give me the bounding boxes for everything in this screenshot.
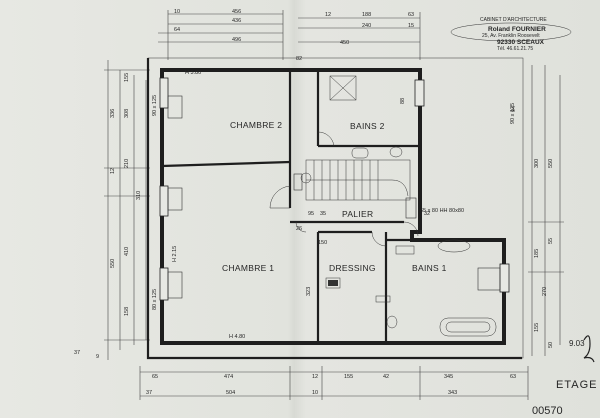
dim-top-12: 12 [325, 12, 331, 18]
dim-bottom-155: 155 [344, 374, 353, 380]
dim-top-240: 240 [362, 23, 371, 29]
dim-top-436: 436 [232, 18, 241, 24]
drawing-number: 00570 [532, 405, 563, 417]
dim-right-94: 94 [511, 106, 517, 112]
room-bains-1: BAINS 1 [412, 263, 447, 273]
dim-top-456: 456 [232, 9, 241, 15]
windows [159, 77, 510, 301]
dim-right-300: 300 [534, 159, 540, 168]
dim-left-12: 12 [110, 168, 116, 174]
room-bains-2: BAINS 2 [350, 121, 385, 131]
interior-walls [161, 70, 420, 343]
dim-top-450: 450 [340, 40, 349, 46]
dim-right-55: 55 [548, 238, 554, 244]
stamp-address: 25, Av. Franklin Roosevelt [482, 33, 540, 39]
dim-right-50: 50 [548, 342, 554, 348]
bottom-dimension-lines [139, 366, 529, 400]
dim-top-10: 10 [174, 9, 180, 15]
dim-left-155: 155 [124, 73, 130, 82]
room-palier: PALIER [342, 209, 373, 219]
dim-right-550: 550 [548, 159, 554, 168]
stamp-name: Roland FOURNIER [488, 26, 546, 33]
dim-inner-82: 82 [296, 56, 302, 62]
dim-inner-323: 323 [306, 287, 312, 296]
dim-inner-95: 95 [308, 211, 314, 217]
dim-bottom-65: 65 [152, 374, 158, 380]
dim-left-308: 308 [124, 109, 130, 118]
dim-bottom-345: 345 [444, 374, 453, 380]
staircase [300, 159, 411, 201]
dim-bottom-474: 474 [224, 374, 233, 380]
dim-bottom-10: 10 [312, 390, 318, 396]
dim-height-215: H 2.15 [172, 246, 178, 262]
dim-bottom-37: 37 [146, 390, 152, 396]
top-dimension-lines [158, 10, 421, 60]
left-dimension-lines [104, 60, 150, 360]
dim-left-550: 550 [110, 259, 116, 268]
dim-bottom-42: 42 [383, 374, 389, 380]
dim-left-9: 9 [96, 354, 99, 360]
dim-top-15: 15 [408, 23, 414, 29]
dim-bottom-504: 504 [226, 390, 235, 396]
dim-window-a: 90 x 125 [152, 95, 158, 116]
dim-inner-88: 88 [400, 98, 406, 104]
room-chambre-2: CHAMBRE 2 [230, 120, 282, 130]
dim-height-480: H 4.80 [229, 334, 245, 340]
handwritten-date: 9.03 [569, 339, 585, 348]
architect-stamp [450, 22, 572, 42]
dim-stairs-window: 65 x 80 HH 80x80 [420, 208, 464, 214]
dim-right-270: 270 [542, 287, 548, 296]
dim-bottom-63: 63 [510, 374, 516, 380]
room-chambre-1: CHAMBRE 1 [222, 263, 274, 273]
exterior-walls [146, 57, 524, 360]
fixtures [325, 75, 497, 337]
dim-top-496: 496 [232, 37, 241, 43]
dim-top-188: 188 [362, 12, 371, 18]
dim-top-63: 63 [408, 12, 414, 18]
dim-left-37: 37 [74, 350, 80, 356]
sheet-title-etage: ETAGE [556, 379, 597, 391]
dim-left-336: 336 [110, 109, 116, 118]
dim-left-310: 310 [136, 191, 142, 200]
doors [269, 131, 419, 247]
dim-height-380: H 3.80 [185, 70, 201, 76]
dim-left-210: 210 [124, 159, 130, 168]
dim-window-c: 90 x 125 [510, 103, 516, 124]
dim-right-185: 185 [534, 249, 540, 258]
dim-bottom-343: 343 [448, 390, 457, 396]
dim-bottom-12: 12 [312, 374, 318, 380]
stamp-city: 92330 SCEAUX [497, 39, 545, 46]
stamp-phone: Tél. 46.61.21.75 [497, 46, 533, 52]
room-dressing: DRESSING [329, 263, 376, 273]
dim-top-64: 64 [174, 27, 180, 33]
dim-left-158: 158 [124, 307, 130, 316]
dim-inner-26: 26 [296, 226, 302, 232]
dim-inner-35: 35 [320, 211, 326, 217]
dim-left-410: 410 [124, 247, 130, 256]
handwritten-signature [583, 335, 595, 363]
dim-inner-150: 150 [318, 240, 327, 246]
stamp-line1: CABINET D'ARCHITECTURE [480, 17, 547, 23]
right-dimension-lines [528, 65, 564, 356]
dim-window-b: 80 x 125 [152, 289, 158, 310]
dim-right-155: 155 [534, 323, 540, 332]
dim-inner-32: 32 [424, 211, 430, 217]
